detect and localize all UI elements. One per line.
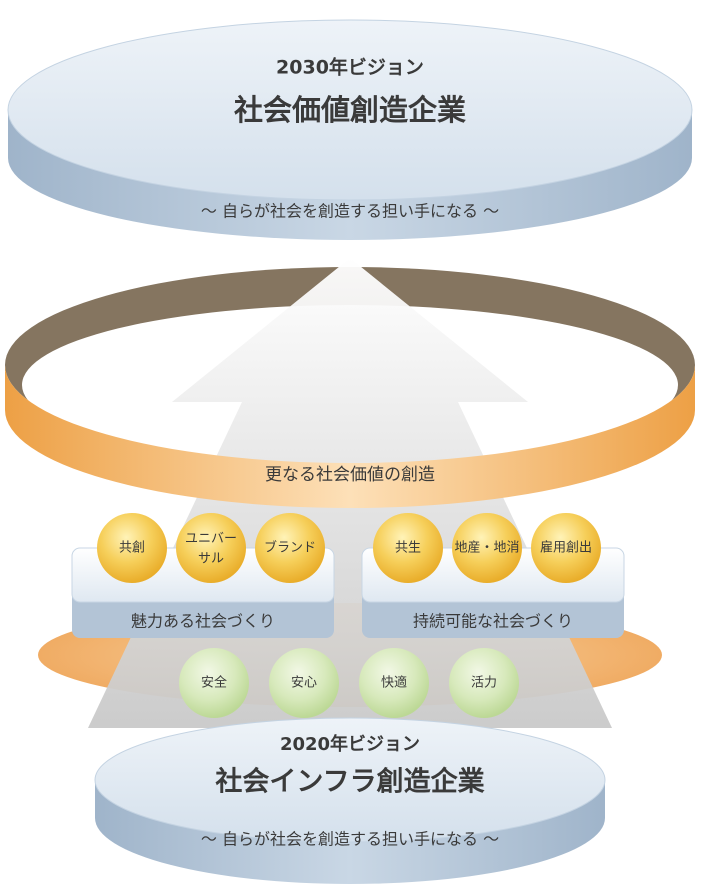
bottom-title: 社会インフラ創造企業 [215,766,484,798]
left-circle-3: ブランド [255,513,325,583]
circle-label-line1: ユニバー [185,532,237,547]
right-circle-3: 雇用創出 [531,513,601,583]
ring-label: 更なる社会価値の創造 [265,465,435,485]
circle-label: 活力 [471,676,497,691]
top-tagline: 〜 自らが社会を創造する担い手になる 〜 [201,202,499,221]
circle-label: 共生 [395,541,421,556]
foundation-circle-3: 快適 [359,648,429,718]
foundation-circle-2: 安心 [269,648,339,718]
circle-label-line2: サル [198,552,224,567]
top-year-label: 2030年ビジョン [276,56,424,79]
left-circle-2: ユニバー サル [176,513,246,583]
foundation-circle-4: 活力 [449,648,519,718]
top-title: 社会価値創造企業 [234,93,466,127]
circle-label: 地産・地消 [454,540,519,556]
top-platform: 2030年ビジョン 社会価値創造企業 〜 自らが社会を創造する担い手になる 〜 [7,19,693,240]
circle-label: 安心 [291,676,317,691]
foundation-circle-1: 安全 [179,648,249,718]
bottom-platform: 2020年ビジョン 社会インフラ創造企業 〜 自らが社会を創造する担い手になる … [94,717,606,884]
circle-label: 共創 [119,541,145,556]
right-group-label: 持続可能な社会づくり [413,612,573,631]
circle-label: 雇用創出 [540,540,592,556]
circle-label: ブランド [264,540,316,556]
right-circle-1: 共生 [373,513,443,583]
bottom-year-label: 2020年ビジョン [280,733,420,755]
left-circle-1: 共創 [97,513,167,583]
right-circle-2: 地産・地消 [452,513,522,583]
value-ring-front: 更なる社会価値の創造 [5,365,695,508]
circle-label: 安全 [201,675,227,691]
bottom-tagline: 〜 自らが社会を創造する担い手になる 〜 [201,830,499,849]
circle-label: 快適 [381,675,407,691]
left-group-label: 魅力ある社会づくり [131,612,275,631]
